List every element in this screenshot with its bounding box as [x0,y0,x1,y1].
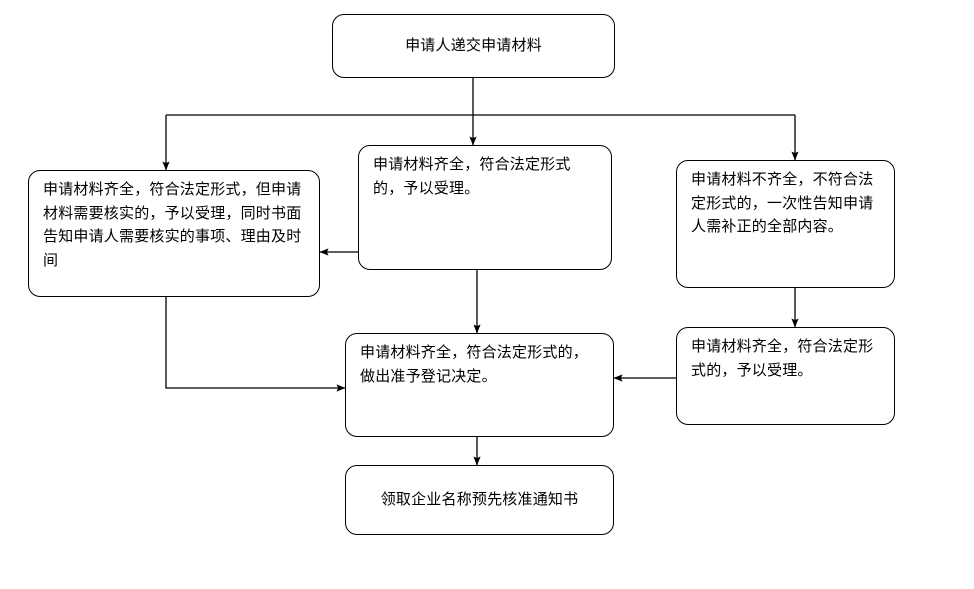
flow-node-corrected-accept: 申请材料齐全，符合法定形式的，予以受理。 [676,327,895,425]
flow-node-complete-needs-verify: 申请材料齐全，符合法定形式，但申请材料需要核实的，予以受理，同时书面告知申请人需… [28,170,320,297]
connector-left-to-grant [165,297,346,392]
flow-node-grant-registration: 申请材料齐全，符合法定形式的，做出准予登记决定。 [345,333,614,437]
flow-node-incomplete-notify: 申请材料不齐全，不符合法定形式的，一次性告知申请人需补正的全部内容。 [676,160,895,288]
flow-node-complete-accept: 申请材料齐全，符合法定形式的，予以受理。 [358,145,612,270]
flow-node-collect-notice: 领取企业名称预先核准通知书 [345,465,614,535]
flow-node-submit: 申请人递交申请材料 [332,14,615,78]
